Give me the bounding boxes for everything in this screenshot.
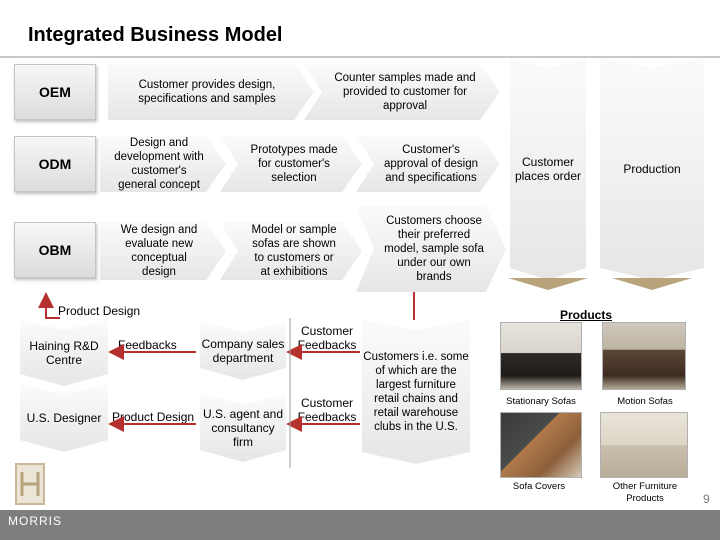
us-agent-consultancy: U.S. agent and consultancy firm — [200, 394, 286, 462]
odm-step-design-development: Design and development with customer's g… — [100, 136, 226, 192]
caption-other-furniture: Other Furniture Products — [612, 481, 678, 504]
photo-sofa-covers — [500, 412, 582, 478]
title-divider — [0, 56, 720, 58]
company-sales-department: Company sales department — [200, 322, 286, 380]
customer-places-order: Customer places order — [510, 58, 586, 280]
obm-step-customers-choose: Customers choose their preferred model, … — [356, 206, 506, 292]
product-design-label-2: Product Design — [112, 410, 195, 424]
odm-step-prototypes: Prototypes made for customer's selection — [220, 136, 362, 192]
row-label-obm: OBM — [14, 222, 96, 278]
caption-sofa-covers: Sofa Covers — [512, 481, 566, 492]
obm-step-model-sample: Model or sample sofas are shown to custo… — [220, 222, 362, 280]
page-title: Integrated Business Model — [28, 24, 283, 46]
row-label-odm: ODM — [14, 136, 96, 192]
photo-motion-sofas — [602, 322, 686, 390]
customers-retail-chains: Customers i.e. some of which are the lar… — [362, 320, 470, 464]
product-design-label: Product Design — [58, 304, 141, 318]
brand-logo-text: MORRIS — [8, 514, 62, 528]
odm-step-customer-approval: Customer's approval of design and specif… — [356, 136, 500, 192]
gold-down-arrow-1 — [508, 278, 588, 290]
feedbacks-label: Feedbacks — [118, 338, 177, 352]
obm-step-we-design: We design and evaluate new conceptual de… — [100, 222, 226, 280]
customer-feedbacks-1: Customer Feedbacks — [297, 324, 357, 352]
oem-step-counter-samples: Counter samples made and provided to cus… — [304, 64, 500, 120]
row-label-oem: OEM — [14, 64, 96, 120]
morris-emblem-icon — [15, 463, 45, 505]
caption-stationary-sofas: Stationary Sofas — [506, 396, 576, 407]
page-number: 9 — [703, 492, 710, 506]
footer-band — [0, 510, 720, 540]
us-designer: U.S. Designer — [20, 384, 108, 452]
caption-motion-sofas: Motion Sofas — [617, 396, 673, 407]
gold-down-arrow-2 — [612, 278, 692, 290]
photo-other-furniture — [600, 412, 688, 478]
customer-feedbacks-2: Customer Feedbacks — [297, 396, 357, 424]
photo-stationary-sofas — [500, 322, 582, 390]
products-heading: Products — [560, 308, 613, 322]
oem-step-customer-design: Customer provides design, specifications… — [108, 64, 314, 120]
production-stage: Production — [600, 58, 704, 280]
haining-rd-centre: Haining R&D Centre — [20, 320, 108, 386]
